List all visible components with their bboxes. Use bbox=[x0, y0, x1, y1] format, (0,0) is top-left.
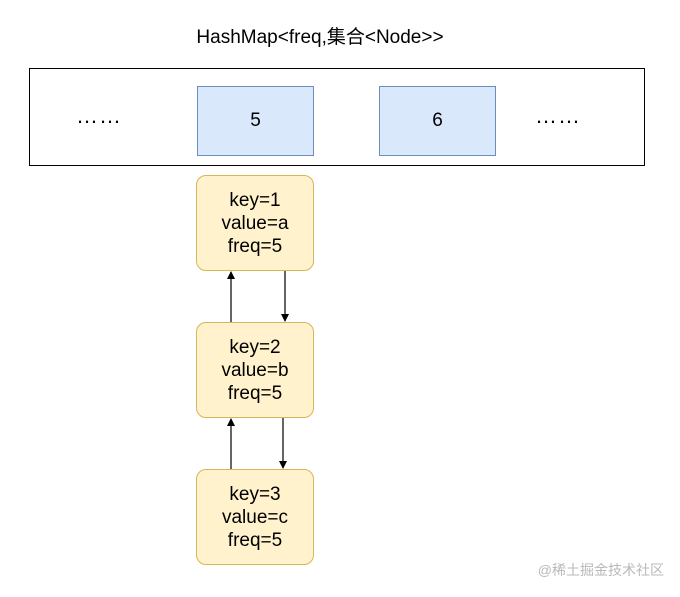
node-1: key=1 value=a freq=5 bbox=[196, 175, 314, 271]
node-3: key=3 value=c freq=5 bbox=[196, 469, 314, 565]
node-2: key=2 value=b freq=5 bbox=[196, 322, 314, 418]
node-key: key=1 bbox=[229, 189, 281, 211]
diagram-title: HashMap<freq,集合<Node>> bbox=[196, 27, 444, 48]
watermark: @稀土掘金技术社区 bbox=[537, 562, 664, 578]
node-freq: freq=5 bbox=[227, 235, 283, 257]
node-freq: freq=5 bbox=[227, 529, 283, 551]
node-value: value=c bbox=[221, 506, 289, 528]
ellipsis-right: …… bbox=[535, 103, 581, 128]
bucket-freq-5: 5 bbox=[197, 86, 314, 156]
bucket-freq-6: 6 bbox=[379, 86, 496, 156]
node-value: value=b bbox=[221, 359, 289, 381]
node-freq: freq=5 bbox=[227, 382, 283, 404]
node-key: key=2 bbox=[229, 336, 281, 358]
node-value: value=a bbox=[221, 212, 289, 234]
hashmap-container bbox=[29, 68, 645, 166]
ellipsis-left: …… bbox=[76, 103, 122, 128]
node-key: key=3 bbox=[229, 483, 281, 505]
